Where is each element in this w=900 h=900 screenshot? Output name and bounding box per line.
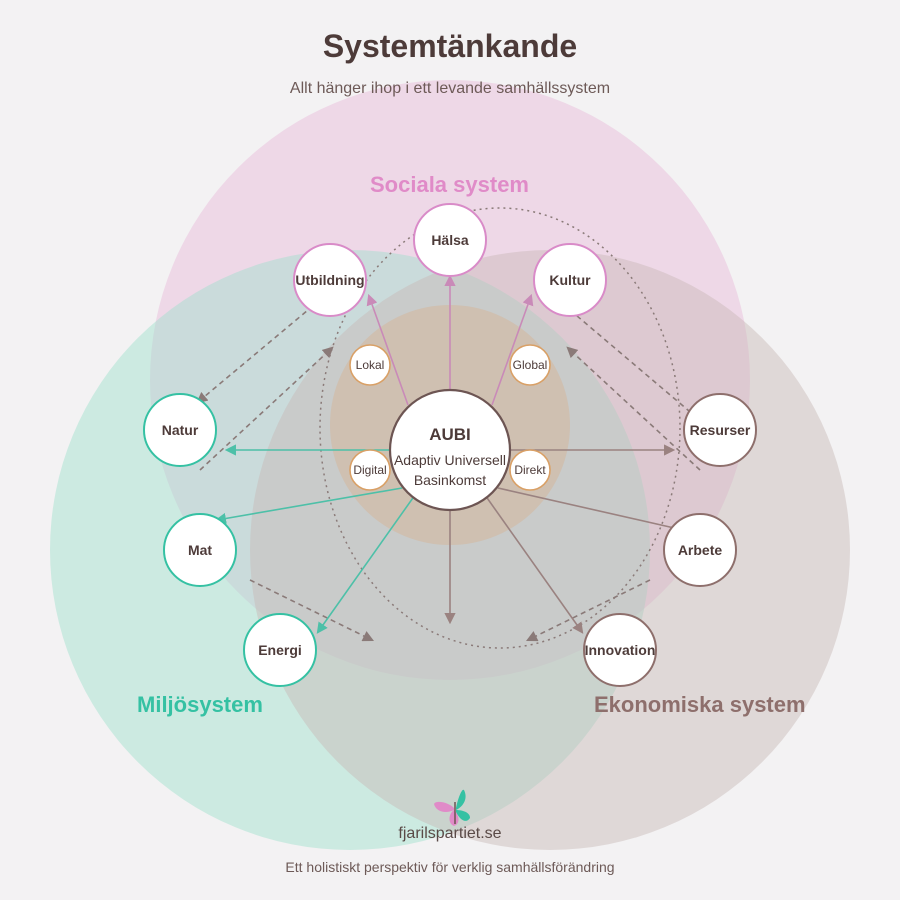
node-energi-label: Energi [258, 642, 302, 658]
orbit-ring [319, 207, 681, 649]
connector-global: Global [509, 344, 551, 386]
feedback-arrows [196, 299, 704, 642]
connector-direkt: Direkt [509, 449, 551, 491]
node-energi: Energi [243, 613, 317, 687]
aubi-title: AUBI [429, 425, 471, 444]
footer-tagline: Ett holistiskt perspektiv för verklig sa… [285, 859, 615, 875]
aubi-center: AUBI Adaptiv Universell Basinkomst [388, 388, 512, 512]
connector-digital-label: Digital [353, 463, 386, 477]
butterfly-icon [434, 789, 470, 826]
node-utbildning-label: Utbildning [295, 272, 364, 288]
node-utbildning: Utbildning [293, 243, 367, 317]
social-system-label: Sociala system [370, 172, 529, 197]
node-resurser-label: Resurser [690, 422, 751, 438]
connector-global-label: Global [513, 358, 548, 372]
connector-lokal-label: Lokal [356, 358, 385, 372]
connector-direkt-label: Direkt [514, 463, 546, 477]
node-mat: Mat [163, 513, 237, 587]
node-arbete: Arbete [663, 513, 737, 587]
node-kultur: Kultur [533, 243, 607, 317]
node-natur: Natur [143, 393, 217, 467]
node-natur-label: Natur [162, 422, 199, 438]
node-innovation: Innovation [583, 613, 657, 687]
spokes [214, 274, 686, 634]
node-halsa-label: Hälsa [431, 232, 469, 248]
aubi-subtitle-line2: Basinkomst [414, 472, 486, 488]
aubi-subtitle-line1: Adaptiv Universell [394, 452, 506, 468]
connector-digital: Digital [349, 449, 391, 491]
connector-lokal: Lokal [349, 344, 391, 386]
node-mat-label: Mat [188, 542, 212, 558]
economy-system-circle [250, 250, 850, 850]
node-arbete-label: Arbete [678, 542, 723, 558]
node-kultur-label: Kultur [549, 272, 591, 288]
environment-system-label: Miljösystem [137, 692, 263, 717]
page-title: Systemtänkande [322, 28, 578, 64]
node-innovation-label: Innovation [585, 642, 656, 658]
page-subtitle: Allt hänger ihop i ett levande samhällss… [289, 80, 611, 97]
node-resurser: Resurser [683, 393, 757, 467]
brand-link[interactable]: fjarilspartiet.se [398, 825, 502, 842]
node-halsa: Hälsa [413, 203, 487, 277]
economy-system-label: Ekonomiska system [594, 692, 806, 717]
